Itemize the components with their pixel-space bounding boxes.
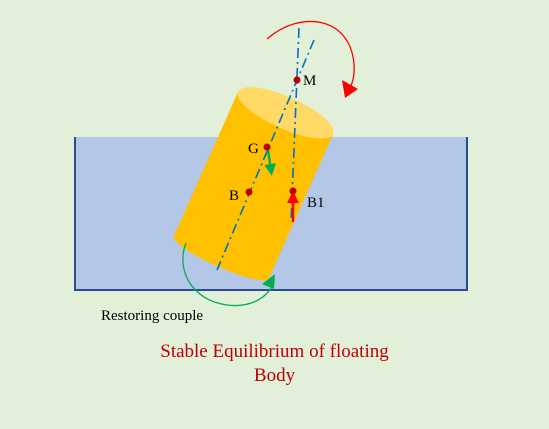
diagram-caption: Stable Equilibrium of floating Body <box>0 340 549 388</box>
label-b1: B1 <box>307 195 325 211</box>
label-g: G <box>248 141 259 157</box>
restoring-couple-arrow-icon <box>262 274 275 289</box>
centre-of-buoyancy-point <box>245 188 253 196</box>
restoring-couple-label: Restoring couple <box>101 308 204 324</box>
weight-arrow <box>264 149 277 176</box>
caption-line-1: Stable Equilibrium of floating <box>160 341 389 362</box>
tilt-arrow-icon <box>342 80 358 98</box>
label-m: M <box>303 73 316 89</box>
cylinder-body <box>173 91 334 279</box>
restoring-couple-arc <box>182 242 275 307</box>
caption-line-2: Body <box>253 365 296 386</box>
tilted-cylinder <box>173 87 334 281</box>
cylinder-bottom <box>173 234 270 281</box>
cylinder-top <box>237 87 334 139</box>
new-centre-of-buoyancy-point <box>289 187 297 195</box>
metacentre-point <box>293 76 301 84</box>
label-b: B <box>229 188 239 204</box>
tank-outline <box>74 137 468 291</box>
tilt-arc <box>266 20 355 92</box>
centre-of-gravity-point <box>263 143 271 151</box>
